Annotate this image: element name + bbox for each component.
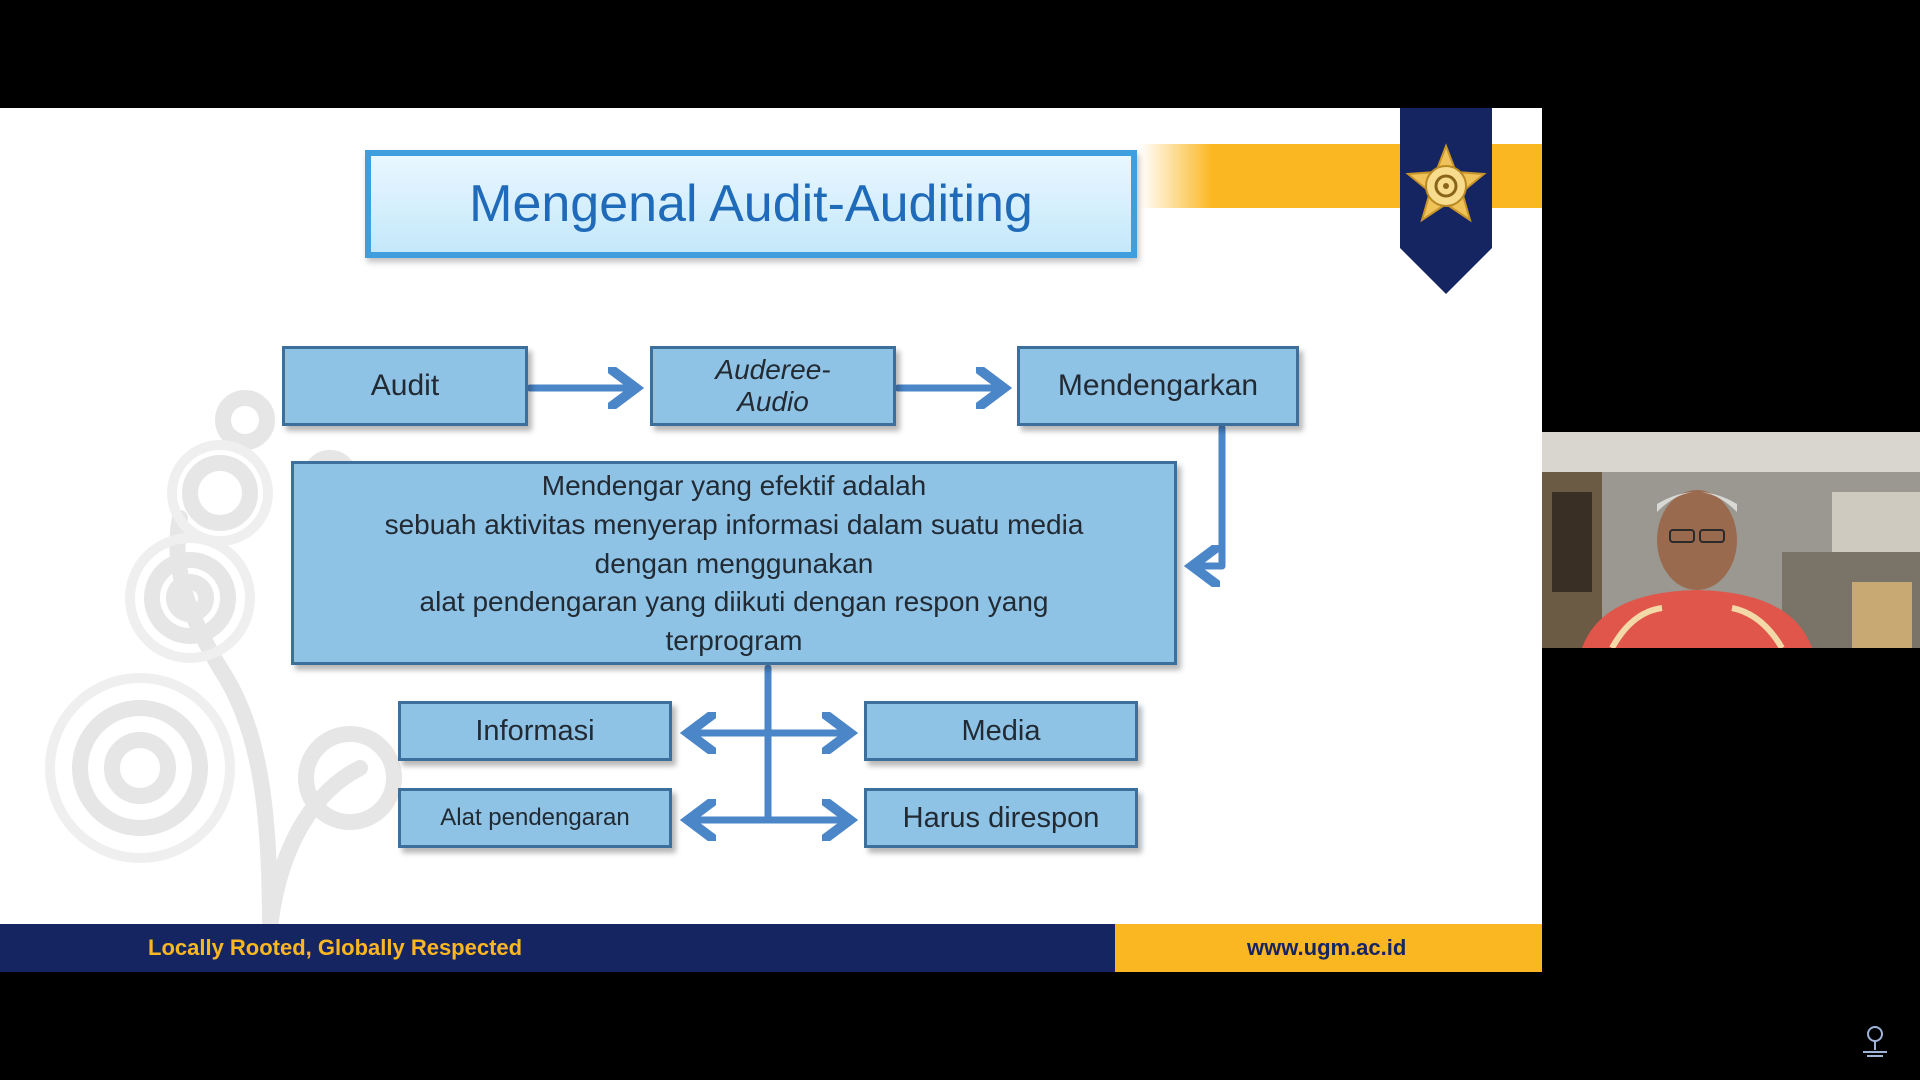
component-box-media: Media	[864, 701, 1138, 761]
channel-logo-icon	[1855, 1020, 1895, 1060]
flow-box-audit: Audit	[282, 346, 528, 426]
component-informasi-label: Informasi	[475, 715, 594, 748]
definition-line-4: alat pendengaran yang diikuti dengan res…	[420, 583, 1049, 622]
ugm-crest-icon	[1400, 108, 1492, 294]
flow-box-mendengarkan-label: Mendengarkan	[1058, 369, 1258, 403]
definition-box: Mendengar yang efektif adalah sebuah akt…	[291, 461, 1177, 665]
component-media-label: Media	[962, 715, 1041, 748]
definition-line-5: terprogram	[666, 622, 803, 661]
flow-box-auderee-line1: Auderee-	[715, 354, 830, 386]
flow-box-audit-label: Audit	[371, 369, 439, 403]
footer-tagline: Locally Rooted, Globally Respected	[148, 935, 522, 961]
arrow-mendengarkan-to-definition	[1192, 428, 1222, 566]
flow-box-mendengarkan: Mendengarkan	[1017, 346, 1299, 426]
definition-line-1: Mendengar yang efektif adalah	[542, 467, 927, 506]
slide-footer: Locally Rooted, Globally Respected www.u…	[0, 924, 1542, 972]
component-box-informasi: Informasi	[398, 701, 672, 761]
presentation-slide: Mengenal Audit-Auditing Audit Auderee- A…	[0, 108, 1542, 972]
definition-line-2: sebuah aktivitas menyerap informasi dala…	[385, 506, 1084, 545]
footer-gold-bar: www.ugm.ac.id	[1115, 924, 1542, 972]
component-harus-label: Harus direspon	[903, 802, 1100, 835]
title-box: Mengenal Audit-Auditing	[365, 150, 1137, 258]
flow-box-auderee-line2: Audio	[737, 386, 809, 418]
presenter-video-frame	[1542, 432, 1920, 648]
slide-title: Mengenal Audit-Auditing	[469, 174, 1033, 234]
flow-box-auderee: Auderee- Audio	[650, 346, 896, 426]
footer-navy-bar: Locally Rooted, Globally Respected	[0, 924, 1115, 972]
component-box-alat-pendengaran: Alat pendengaran	[398, 788, 672, 848]
footer-url: www.ugm.ac.id	[1247, 935, 1406, 961]
component-alat-label: Alat pendengaran	[440, 804, 630, 832]
component-box-harus-direspon: Harus direspon	[864, 788, 1138, 848]
presenter-webcam	[1542, 432, 1920, 648]
definition-line-3: dengan menggunakan	[595, 545, 874, 584]
